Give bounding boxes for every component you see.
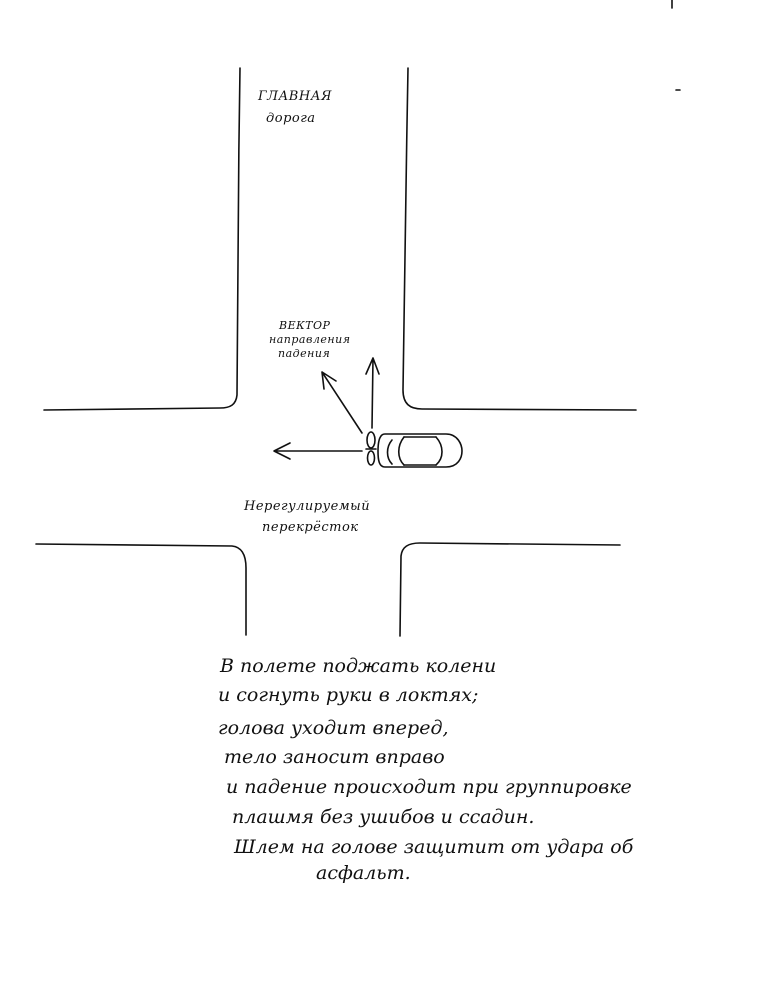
note-line-8: асфальт. [316, 862, 411, 884]
note-line-4: тело заносит вправо [224, 746, 445, 768]
intersection-label-1: Нерегулируемый [244, 499, 371, 514]
main-road-label-1: ГЛАВНАЯ [258, 89, 333, 104]
note-line-6: плашмя без ушибов и ссадин. [232, 806, 535, 828]
road-edge-bottom-left [35, 543, 247, 636]
note-line-1: В полете поджать колени [220, 655, 497, 677]
note-line-3: голова уходит вперед, [218, 717, 449, 739]
vector-label-3: падения [278, 347, 331, 360]
cyclist-icon [365, 431, 377, 466]
road-edge-bottom-right [399, 542, 621, 637]
vector-label-1: ВЕКТОР [279, 319, 331, 332]
road-edge-top-right [402, 67, 637, 411]
note-line-2: и согнуть руки в локтях; [218, 684, 479, 706]
vector-label-2: направления [269, 333, 351, 346]
note-line-5: и падение происходит при группировке [226, 776, 632, 798]
car-icon [377, 433, 463, 468]
arrow-up [365, 357, 380, 429]
main-road-label-2: дорога [266, 111, 316, 126]
vector-arrow [321, 371, 363, 434]
road-edge-top-left [43, 67, 241, 411]
intersection-label-2: перекрёсток [262, 520, 359, 535]
note-line-7: Шлем на голове защитит от удара об [234, 836, 634, 858]
arrow-left [273, 442, 363, 460]
